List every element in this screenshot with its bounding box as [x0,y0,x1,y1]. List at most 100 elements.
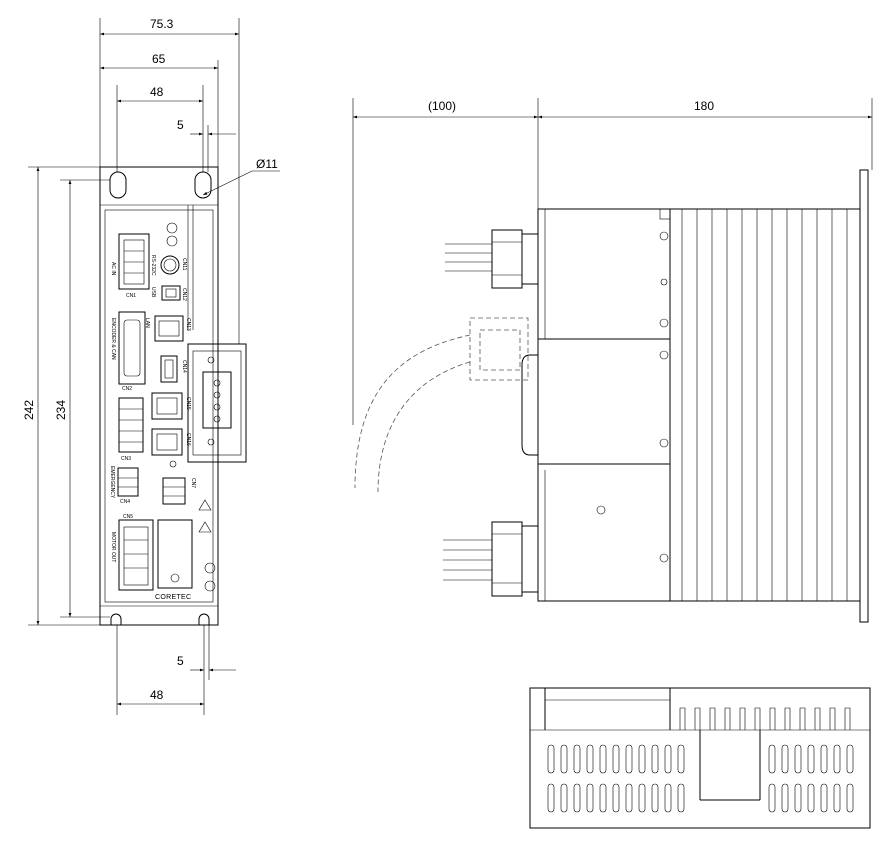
cn3-label: CN3 [121,456,131,462]
vent-slot [560,783,568,813]
vent-slot [625,744,633,774]
dim-hole-pitch-top: 48 [150,85,164,99]
side-view: (100) 180 [352,98,873,623]
vent-slot [677,783,685,813]
dim-hole-offset-top: 5 [177,118,184,132]
mount-slot-bottom-left [110,613,122,625]
cn1-connector: CN1 AC IN [110,233,150,299]
vent-slot [638,783,646,813]
usb-label: USB [150,287,156,298]
top-fin [709,707,716,730]
cn3-connector: CN3 [118,397,144,462]
front-outline [99,166,219,626]
mount-slot-bottom-right [198,613,210,625]
dim-hole-offset-bottom: 5 [177,654,184,668]
vent-slot [612,744,620,774]
vent-slot [625,783,633,813]
brand-label: CORETEC [155,594,191,601]
vent-slot [664,744,672,774]
vent-slot [560,744,568,774]
top-outline [529,687,871,829]
cn15-connector [151,392,183,420]
cn12-label: CN12 [181,288,187,301]
vent-slot [768,783,776,813]
cn7-label: CN7 [190,478,196,488]
top-fin [769,707,776,730]
vent-slot [846,783,854,813]
vent-slot [781,783,789,813]
vent-slot [833,783,841,813]
vent-slot [651,744,659,774]
vent-slot [573,744,581,774]
vent-slot [807,783,815,813]
dim-mount-height: 234 [54,400,68,420]
cn1-label: CN1 [126,293,136,299]
cn11-label: CN11 [181,258,187,271]
vent-slot [638,744,646,774]
ac-in-label: AC IN [110,262,116,276]
top-view [529,687,871,829]
cn4-connector [117,467,139,497]
vent-slot [794,783,802,813]
dim-depth: 180 [694,99,714,113]
dim-hole-pitch-bottom: 48 [150,688,164,702]
dim-hole-diameter: Ø11 [256,157,278,171]
encoder-label: ENCODER & CAN [110,318,116,360]
vent-slot [820,783,828,813]
vent-slot [547,744,555,774]
cn11-connector [160,255,180,275]
vent-slot [547,783,555,813]
motor-out-label: MOTOR OUT [110,532,116,562]
heatsink [669,208,861,602]
mount-hole-top-left [109,171,127,199]
vent-slot [768,744,776,774]
cn4-label: CN4 [120,499,130,505]
dim-overall-width: 75.3 [150,17,174,31]
top-fin [724,707,731,730]
cn13-label: CN13 [185,318,191,331]
vent-slot [599,744,607,774]
vent-slot [846,744,854,774]
vent-slot [677,744,685,774]
lower-cable-plug [443,521,539,597]
top-fin [754,707,761,730]
cn5-label: CN5 [123,514,133,520]
front-dimensions: 75.3 65 48 5 Ø11 242 234 5 48 [22,17,280,715]
upper-cable-plug [445,229,539,289]
warning-icon [198,499,212,511]
top-fin [829,707,836,730]
front-view: CN1 AC IN CN11 RS-232C USB CN12 LAN CN13… [99,166,247,626]
vent-slot [664,783,672,813]
cn14-connector [160,355,178,383]
vent-slot [599,783,607,813]
vent-slot [794,744,802,774]
top-fin [799,707,806,730]
vent-slot [651,783,659,813]
vent-slot [833,744,841,774]
cn7-connector [162,477,186,505]
vent-slot [586,744,594,774]
vent-slot [820,744,828,774]
side-connector [521,354,539,456]
lan-label: LAN [144,318,150,328]
vent-slot [781,744,789,774]
cover-plate [157,519,193,589]
top-fin [739,707,746,730]
top-fin [814,707,821,730]
cn2-encoder-connector: CN2 ENCODER & CAN [110,311,146,392]
cn16-connector [151,428,183,456]
side-plug-connector [187,343,247,463]
rs232c-label: RS-232C [150,255,156,276]
vent-slot [612,783,620,813]
warning-icon [198,521,212,533]
vent-slot [573,783,581,813]
top-fin [694,707,701,730]
top-fin [844,707,851,730]
mounting-flange [859,169,869,623]
emergency-label: EMERGENCY [109,466,115,499]
dim-mount-span: 65 [152,52,166,66]
cn13-lan-connector [154,315,184,342]
vent-slot [807,744,815,774]
vent-slot [586,783,594,813]
